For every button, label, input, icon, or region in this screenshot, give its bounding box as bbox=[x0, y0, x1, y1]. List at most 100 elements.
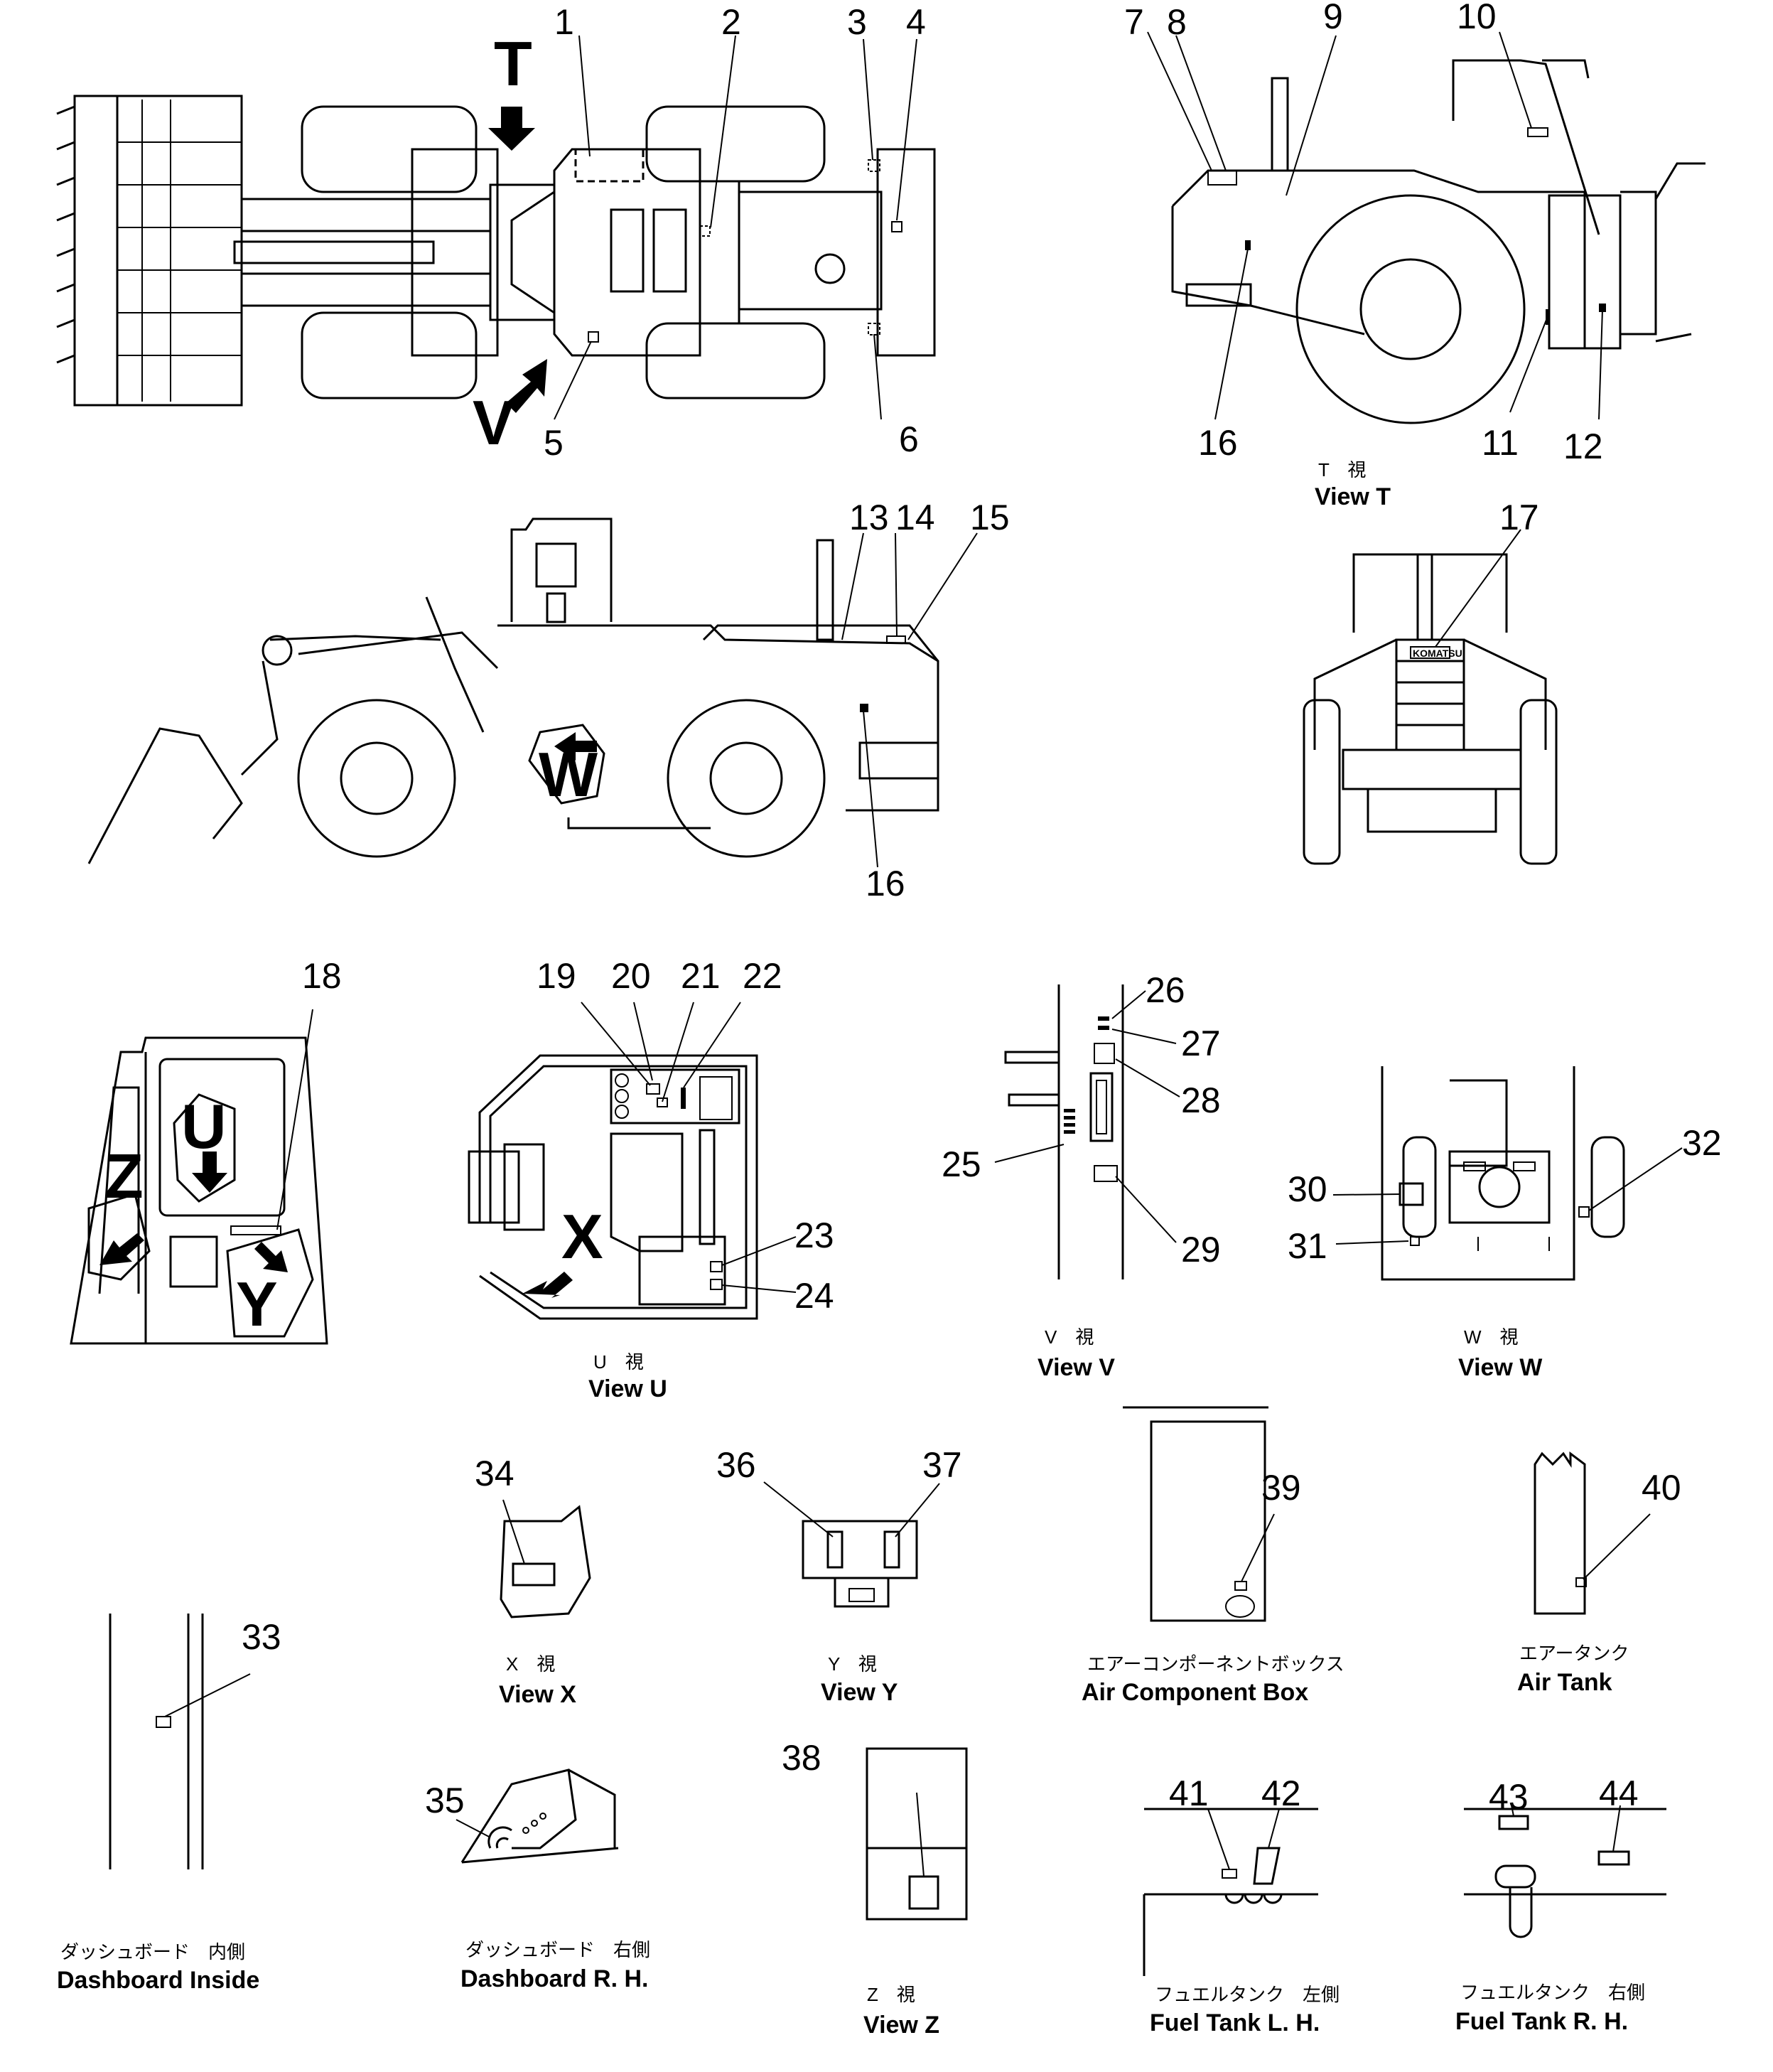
caption-view-u-jp: U 視 bbox=[593, 1351, 644, 1373]
callout-37: 37 bbox=[922, 1445, 962, 1485]
view-u-drawing bbox=[468, 1054, 758, 1320]
view-v-drawing bbox=[1004, 984, 1124, 1279]
callout-14: 14 bbox=[895, 498, 935, 537]
caption-dashboard-rh-jp: ダッシュボード 右側 bbox=[465, 1939, 650, 1960]
callout-44: 44 bbox=[1599, 1773, 1639, 1813]
callout-19: 19 bbox=[537, 956, 576, 996]
side-view-loader bbox=[87, 517, 939, 864]
callout-29: 29 bbox=[1181, 1230, 1221, 1269]
caption-fuel-tank-lh-jp: フュエルタンク 左側 bbox=[1155, 1984, 1340, 2005]
fuel-tank-rh-drawing bbox=[1464, 1808, 1666, 1938]
caption-air-component-box: Air Component Box bbox=[1082, 1679, 1308, 1706]
caption-dashboard-rh: Dashboard R. H. bbox=[460, 1965, 648, 1992]
caption-view-t-jp: T 視 bbox=[1318, 459, 1366, 481]
view-arrow-u: U bbox=[181, 1091, 227, 1161]
callout-3: 3 bbox=[847, 2, 867, 42]
callout-18: 18 bbox=[302, 956, 342, 996]
caption-view-v: View V bbox=[1038, 1354, 1115, 1381]
callout-5: 5 bbox=[544, 423, 564, 463]
caption-view-v-jp: V 視 bbox=[1045, 1326, 1094, 1348]
captions: T 視 View T U 視 View U V 視 View V W 視 Vie… bbox=[57, 459, 1645, 2039]
view-w-drawing bbox=[1381, 1066, 1625, 1281]
callout-2: 2 bbox=[721, 2, 741, 42]
cab-view bbox=[70, 1036, 328, 1345]
callout-27: 27 bbox=[1181, 1024, 1221, 1063]
caption-fuel-tank-lh: Fuel Tank L. H. bbox=[1150, 2009, 1320, 2036]
view-arrow-t: T bbox=[494, 28, 532, 99]
callout-42: 42 bbox=[1261, 1773, 1301, 1813]
caption-view-z-jp: Z 視 bbox=[867, 1984, 915, 2005]
callout-16-side: 16 bbox=[866, 864, 905, 903]
caption-view-y-jp: Y 視 bbox=[828, 1653, 877, 1675]
callout-17: 17 bbox=[1499, 498, 1539, 537]
callout-26: 26 bbox=[1146, 970, 1185, 1010]
dashboard-rh-drawing bbox=[460, 1768, 619, 1864]
view-arrow-v: V bbox=[473, 387, 514, 458]
view-arrow-x: X bbox=[561, 1201, 603, 1272]
view-arrow-y: Y bbox=[236, 1269, 278, 1339]
view-arrow-w: W bbox=[539, 739, 598, 810]
caption-view-u: View U bbox=[588, 1375, 667, 1402]
view-t-drawing bbox=[1171, 59, 1705, 424]
caption-dashboard-inside-jp: ダッシュボード 内側 bbox=[60, 1941, 245, 1963]
caption-fuel-tank-rh: Fuel Tank R. H. bbox=[1455, 2008, 1628, 2035]
dashboard-inside-drawing bbox=[109, 1614, 204, 1869]
callout-30: 30 bbox=[1288, 1169, 1327, 1209]
top-view-loader bbox=[56, 95, 936, 413]
callout-1: 1 bbox=[554, 2, 574, 42]
air-tank-drawing bbox=[1534, 1451, 1587, 1615]
callout-4: 4 bbox=[906, 2, 926, 42]
callout-20: 20 bbox=[611, 956, 651, 996]
view-z-drawing bbox=[866, 1747, 968, 1921]
callout-21: 21 bbox=[681, 956, 721, 996]
caption-view-t: View T bbox=[1315, 483, 1391, 510]
callout-9: 9 bbox=[1323, 0, 1343, 36]
callout-36: 36 bbox=[716, 1445, 756, 1485]
brand-plate: KOMATSU bbox=[1413, 648, 1462, 659]
callout-6: 6 bbox=[899, 419, 919, 459]
leader-lines bbox=[164, 31, 1683, 1877]
callout-23: 23 bbox=[794, 1215, 834, 1255]
callout-22: 22 bbox=[743, 956, 782, 996]
caption-view-x: View X bbox=[499, 1681, 576, 1708]
callout-25: 25 bbox=[942, 1144, 981, 1184]
callout-10: 10 bbox=[1457, 0, 1497, 36]
callout-16-top: 16 bbox=[1198, 423, 1238, 463]
callout-31: 31 bbox=[1288, 1226, 1327, 1266]
caption-view-z: View Z bbox=[863, 2012, 939, 2039]
view-x-drawing bbox=[500, 1505, 591, 1619]
callout-11: 11 bbox=[1482, 423, 1519, 463]
caption-air-tank-jp: エアータンク bbox=[1519, 1643, 1629, 1664]
callout-numbers: 1 2 3 4 5 6 7 8 9 10 11 12 16 13 14 15 1… bbox=[242, 0, 1722, 1820]
callout-39: 39 bbox=[1261, 1468, 1301, 1508]
caption-dashboard-inside: Dashboard Inside bbox=[57, 1967, 259, 1994]
callout-38: 38 bbox=[782, 1738, 821, 1778]
caption-air-component-box-jp: エアーコンポーネントボックス bbox=[1087, 1653, 1344, 1675]
callout-8: 8 bbox=[1167, 2, 1187, 42]
caption-air-tank: Air Tank bbox=[1517, 1669, 1612, 1696]
callout-24: 24 bbox=[794, 1276, 834, 1316]
view-arrow-z: Z bbox=[105, 1141, 144, 1211]
air-component-box-drawing bbox=[1123, 1406, 1268, 1622]
caption-view-y: View Y bbox=[821, 1679, 898, 1706]
front-view-loader bbox=[1303, 553, 1558, 865]
callout-40: 40 bbox=[1642, 1468, 1681, 1508]
callout-13: 13 bbox=[849, 498, 889, 537]
caption-view-x-jp: X 視 bbox=[506, 1653, 555, 1675]
callout-32: 32 bbox=[1682, 1123, 1722, 1163]
view-y-drawing bbox=[802, 1520, 918, 1608]
callout-33: 33 bbox=[242, 1617, 281, 1657]
callout-7: 7 bbox=[1124, 2, 1144, 42]
callout-15: 15 bbox=[970, 498, 1010, 537]
caption-fuel-tank-rh-jp: フュエルタンク 右側 bbox=[1460, 1982, 1645, 2003]
callout-41: 41 bbox=[1169, 1773, 1209, 1813]
caption-view-w-jp: W 視 bbox=[1464, 1326, 1519, 1348]
callout-12: 12 bbox=[1563, 426, 1603, 466]
callout-28: 28 bbox=[1181, 1080, 1221, 1120]
fuel-tank-lh-drawing bbox=[1143, 1808, 1318, 1976]
callout-35: 35 bbox=[425, 1781, 465, 1820]
callout-43: 43 bbox=[1489, 1777, 1529, 1817]
caption-view-w: View W bbox=[1458, 1354, 1543, 1381]
callout-34: 34 bbox=[475, 1454, 514, 1493]
